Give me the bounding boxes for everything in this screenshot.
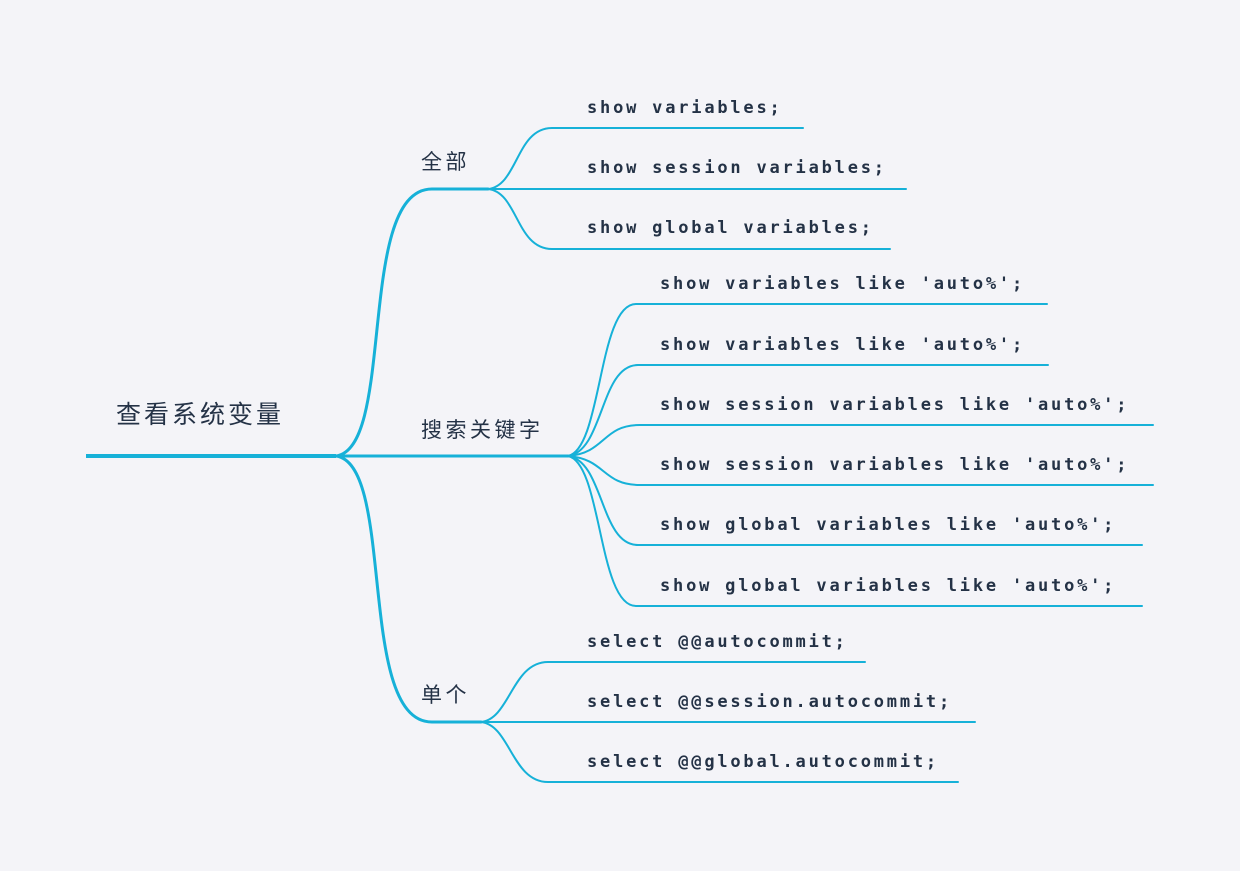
node-leaf-show-variables[interactable]: show variables;: [587, 98, 783, 118]
connector-search-leaf-0: [567, 303, 1048, 457]
node-root[interactable]: 查看系统变量: [116, 401, 285, 429]
node-branch-single[interactable]: 单个: [421, 684, 470, 707]
node-leaf-select-autocommit[interactable]: select @@autocommit;: [587, 632, 848, 652]
connector-all-leaf-0: [487, 127, 804, 190]
node-branch-search[interactable]: 搜索关键字: [421, 419, 544, 442]
node-leaf-show-global-variables-like-2[interactable]: show global variables like 'auto%';: [660, 576, 1117, 596]
connector-search-leaf-3: [567, 455, 1154, 486]
node-leaf-show-session-variables-like-2[interactable]: show session variables like 'auto%';: [660, 455, 1130, 475]
connector-search-leaf-2: [567, 424, 1154, 457]
node-leaf-select-session-autocommit[interactable]: select @@session.autocommit;: [587, 692, 952, 712]
connector-root-to-branch-all: [334, 187, 490, 458]
connector-single-leaf-2: [480, 721, 959, 783]
connector-search-leaf-5: [567, 455, 1143, 607]
node-branch-all[interactable]: 全部: [421, 151, 470, 174]
connector-search-leaf-4: [567, 455, 1143, 546]
connector-all-leaf-2: [487, 188, 891, 250]
connector-root-to-branch-single: [334, 454, 483, 724]
connector-single-leaf-0: [480, 661, 866, 723]
node-leaf-select-global-autocommit[interactable]: select @@global.autocommit;: [587, 752, 939, 772]
node-leaf-show-variables-like-1[interactable]: show variables like 'auto%';: [660, 274, 1025, 294]
node-leaf-show-session-variables-like-1[interactable]: show session variables like 'auto%';: [660, 395, 1130, 415]
node-leaf-show-variables-like-2[interactable]: show variables like 'auto%';: [660, 335, 1025, 355]
node-leaf-show-global-variables[interactable]: show global variables;: [587, 218, 874, 238]
node-leaf-show-session-variables[interactable]: show session variables;: [587, 158, 887, 178]
connector-search-leaf-1: [567, 364, 1049, 457]
node-leaf-show-global-variables-like-1[interactable]: show global variables like 'auto%';: [660, 515, 1117, 535]
